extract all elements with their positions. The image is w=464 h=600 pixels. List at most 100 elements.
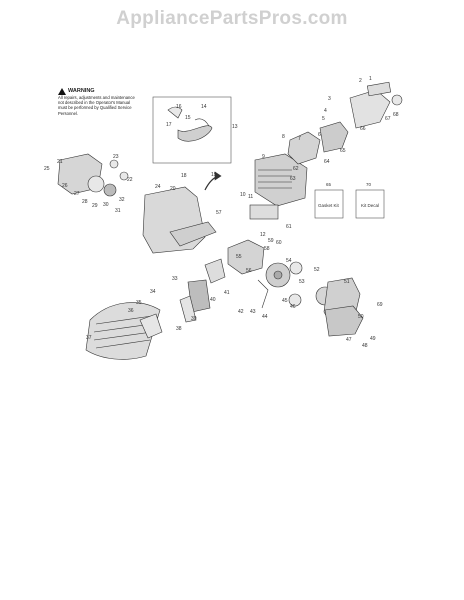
callout-48: 48	[362, 343, 368, 349]
inset-box	[152, 96, 232, 164]
warning-title: WARNING	[68, 88, 95, 94]
callout-22: 22	[127, 177, 133, 183]
callout-1: 1	[369, 76, 372, 82]
callout-18: 18	[181, 173, 187, 179]
kit-box-gasket	[314, 189, 344, 219]
warning-triangle-icon	[58, 88, 66, 95]
callout-51: 51	[344, 279, 350, 285]
part-flywheel-housing	[227, 239, 265, 275]
part-flywheel-hub	[273, 270, 283, 280]
part-fuel-tank	[177, 125, 213, 142]
callout-2: 2	[359, 78, 362, 84]
callout-29: 29	[92, 203, 98, 209]
callout-45: 45	[282, 298, 288, 304]
part-fuel-line	[194, 118, 210, 127]
callout-6: 6	[318, 132, 321, 138]
callout-30: 30	[103, 202, 109, 208]
part-pulley	[289, 261, 303, 275]
callout-8: 8	[282, 134, 285, 140]
part-air-filter-base	[319, 121, 349, 153]
callout-63: 63	[290, 176, 296, 182]
callout-60: 60	[276, 240, 282, 246]
callout-37: 37	[86, 335, 92, 341]
warning-body: All repairs, adjustments and maintenance…	[58, 95, 135, 116]
callout-66: 66	[360, 126, 366, 132]
callout-67: 67	[385, 116, 391, 122]
callout-41: 41	[224, 290, 230, 296]
part-bearing	[103, 183, 117, 197]
callout-43: 43	[250, 309, 256, 315]
callout-68: 68	[393, 112, 399, 118]
callout-33: 33	[172, 276, 178, 282]
watermark-text: AppliancePartsPros.com	[116, 8, 348, 29]
part-cylinder	[254, 153, 308, 207]
callout-52: 52	[314, 267, 320, 273]
callout-15: 15	[185, 115, 191, 121]
callout-49: 49	[370, 336, 376, 342]
callout-34: 34	[150, 289, 156, 295]
part-shroud-vents	[93, 315, 153, 349]
callout-13: 13	[232, 124, 238, 130]
callout-53: 53	[299, 279, 305, 285]
part-handle-bracket	[169, 221, 217, 247]
callout-19: 19	[211, 172, 217, 178]
callout-17: 17	[166, 122, 172, 128]
callout-28: 28	[82, 199, 88, 205]
callout-10: 10	[240, 192, 246, 198]
callout-26: 26	[62, 183, 68, 189]
callout-5: 5	[322, 116, 325, 122]
callout-16: 16	[176, 104, 182, 110]
callout-57: 57	[216, 210, 222, 216]
part-knob	[391, 94, 403, 106]
part-front-shroud	[85, 302, 161, 360]
callout-24: 24	[155, 184, 161, 190]
callout-47: 47	[346, 337, 352, 343]
part-gear-head	[324, 305, 364, 337]
callout-32: 32	[119, 197, 125, 203]
callout-40: 40	[210, 297, 216, 303]
part-spark-wire	[257, 279, 269, 309]
callout-65: 65	[340, 148, 346, 154]
callout-42: 42	[238, 309, 244, 315]
part-crankcase	[142, 186, 206, 254]
callout-21: 21	[57, 159, 63, 165]
callout-54: 54	[286, 258, 292, 264]
kit-number-gasket: 65	[326, 182, 332, 187]
warning-heading: WARNING	[58, 88, 138, 95]
callout-4: 4	[324, 108, 327, 114]
part-primer	[167, 106, 183, 119]
callout-3: 3	[328, 96, 331, 102]
callout-50: 50	[358, 314, 364, 320]
kit-number-decal: 70	[366, 182, 372, 187]
part-carburetor	[287, 131, 321, 165]
callout-59: 59	[268, 238, 274, 244]
part-cylinder-fins	[258, 169, 292, 189]
callout-44: 44	[262, 314, 268, 320]
kit-label-gasket: Gasket Kit	[318, 203, 340, 208]
part-shroud-insert	[139, 313, 163, 339]
arrow-head-icon	[214, 171, 222, 181]
callout-56: 56	[246, 268, 252, 274]
callout-64: 64	[324, 159, 330, 165]
callout-23: 23	[113, 154, 119, 160]
part-switch-plate	[179, 295, 197, 323]
callout-9: 9	[262, 154, 265, 160]
callout-27: 27	[74, 191, 80, 197]
callout-62: 62	[293, 166, 299, 172]
callout-58: 58	[264, 246, 270, 252]
callout-20: 20	[170, 186, 176, 192]
callout-61: 61	[286, 224, 292, 230]
callout-39: 39	[191, 316, 197, 322]
callout-55: 55	[236, 254, 242, 260]
callout-25: 25	[44, 166, 50, 172]
warning-notice: WARNING All repairs, adjustments and mai…	[58, 88, 138, 116]
part-ignition-module	[204, 258, 226, 284]
callout-69: 69	[377, 302, 383, 308]
callout-11: 11	[248, 194, 253, 200]
callout-31: 31	[115, 208, 121, 214]
kit-box-decal	[355, 189, 385, 219]
callout-12: 12	[260, 232, 266, 238]
part-recoil-spring	[288, 293, 302, 307]
callout-35: 35	[136, 300, 142, 306]
